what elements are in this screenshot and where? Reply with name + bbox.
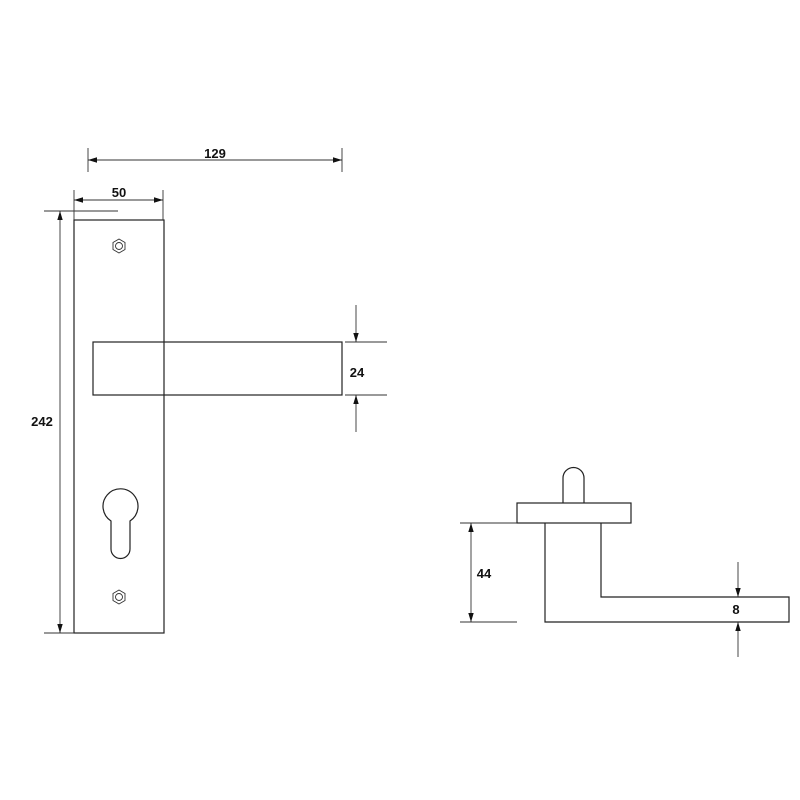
dimension-label-242: 242: [31, 414, 53, 429]
dimension-lever-thickness: 8: [732, 562, 741, 657]
dimension-label-129: 129: [204, 146, 226, 161]
lever-front: [92, 341, 343, 396]
front-view: [73, 219, 343, 634]
screw-bottom-icon: [112, 589, 126, 605]
dimension-plate-height: 242: [31, 210, 118, 634]
dimension-label-24: 24: [350, 365, 365, 380]
lever-side: [544, 523, 790, 623]
dimension-plate-width: 50: [73, 185, 164, 220]
dimension-lever-height: 24: [345, 305, 387, 432]
dimension-label-44: 44: [477, 566, 492, 581]
rose: [516, 502, 632, 524]
screw-top-icon: [112, 238, 126, 254]
dimension-overall-width: 129: [87, 146, 343, 172]
dimension-rose-projection: 44: [460, 522, 517, 623]
dimension-label-8: 8: [732, 602, 739, 617]
side-view: [516, 466, 790, 623]
spindle-knob: [562, 466, 585, 503]
backplate: [73, 219, 165, 634]
cylinder-keyhole: [102, 488, 139, 560]
dimension-label-50: 50: [112, 185, 126, 200]
